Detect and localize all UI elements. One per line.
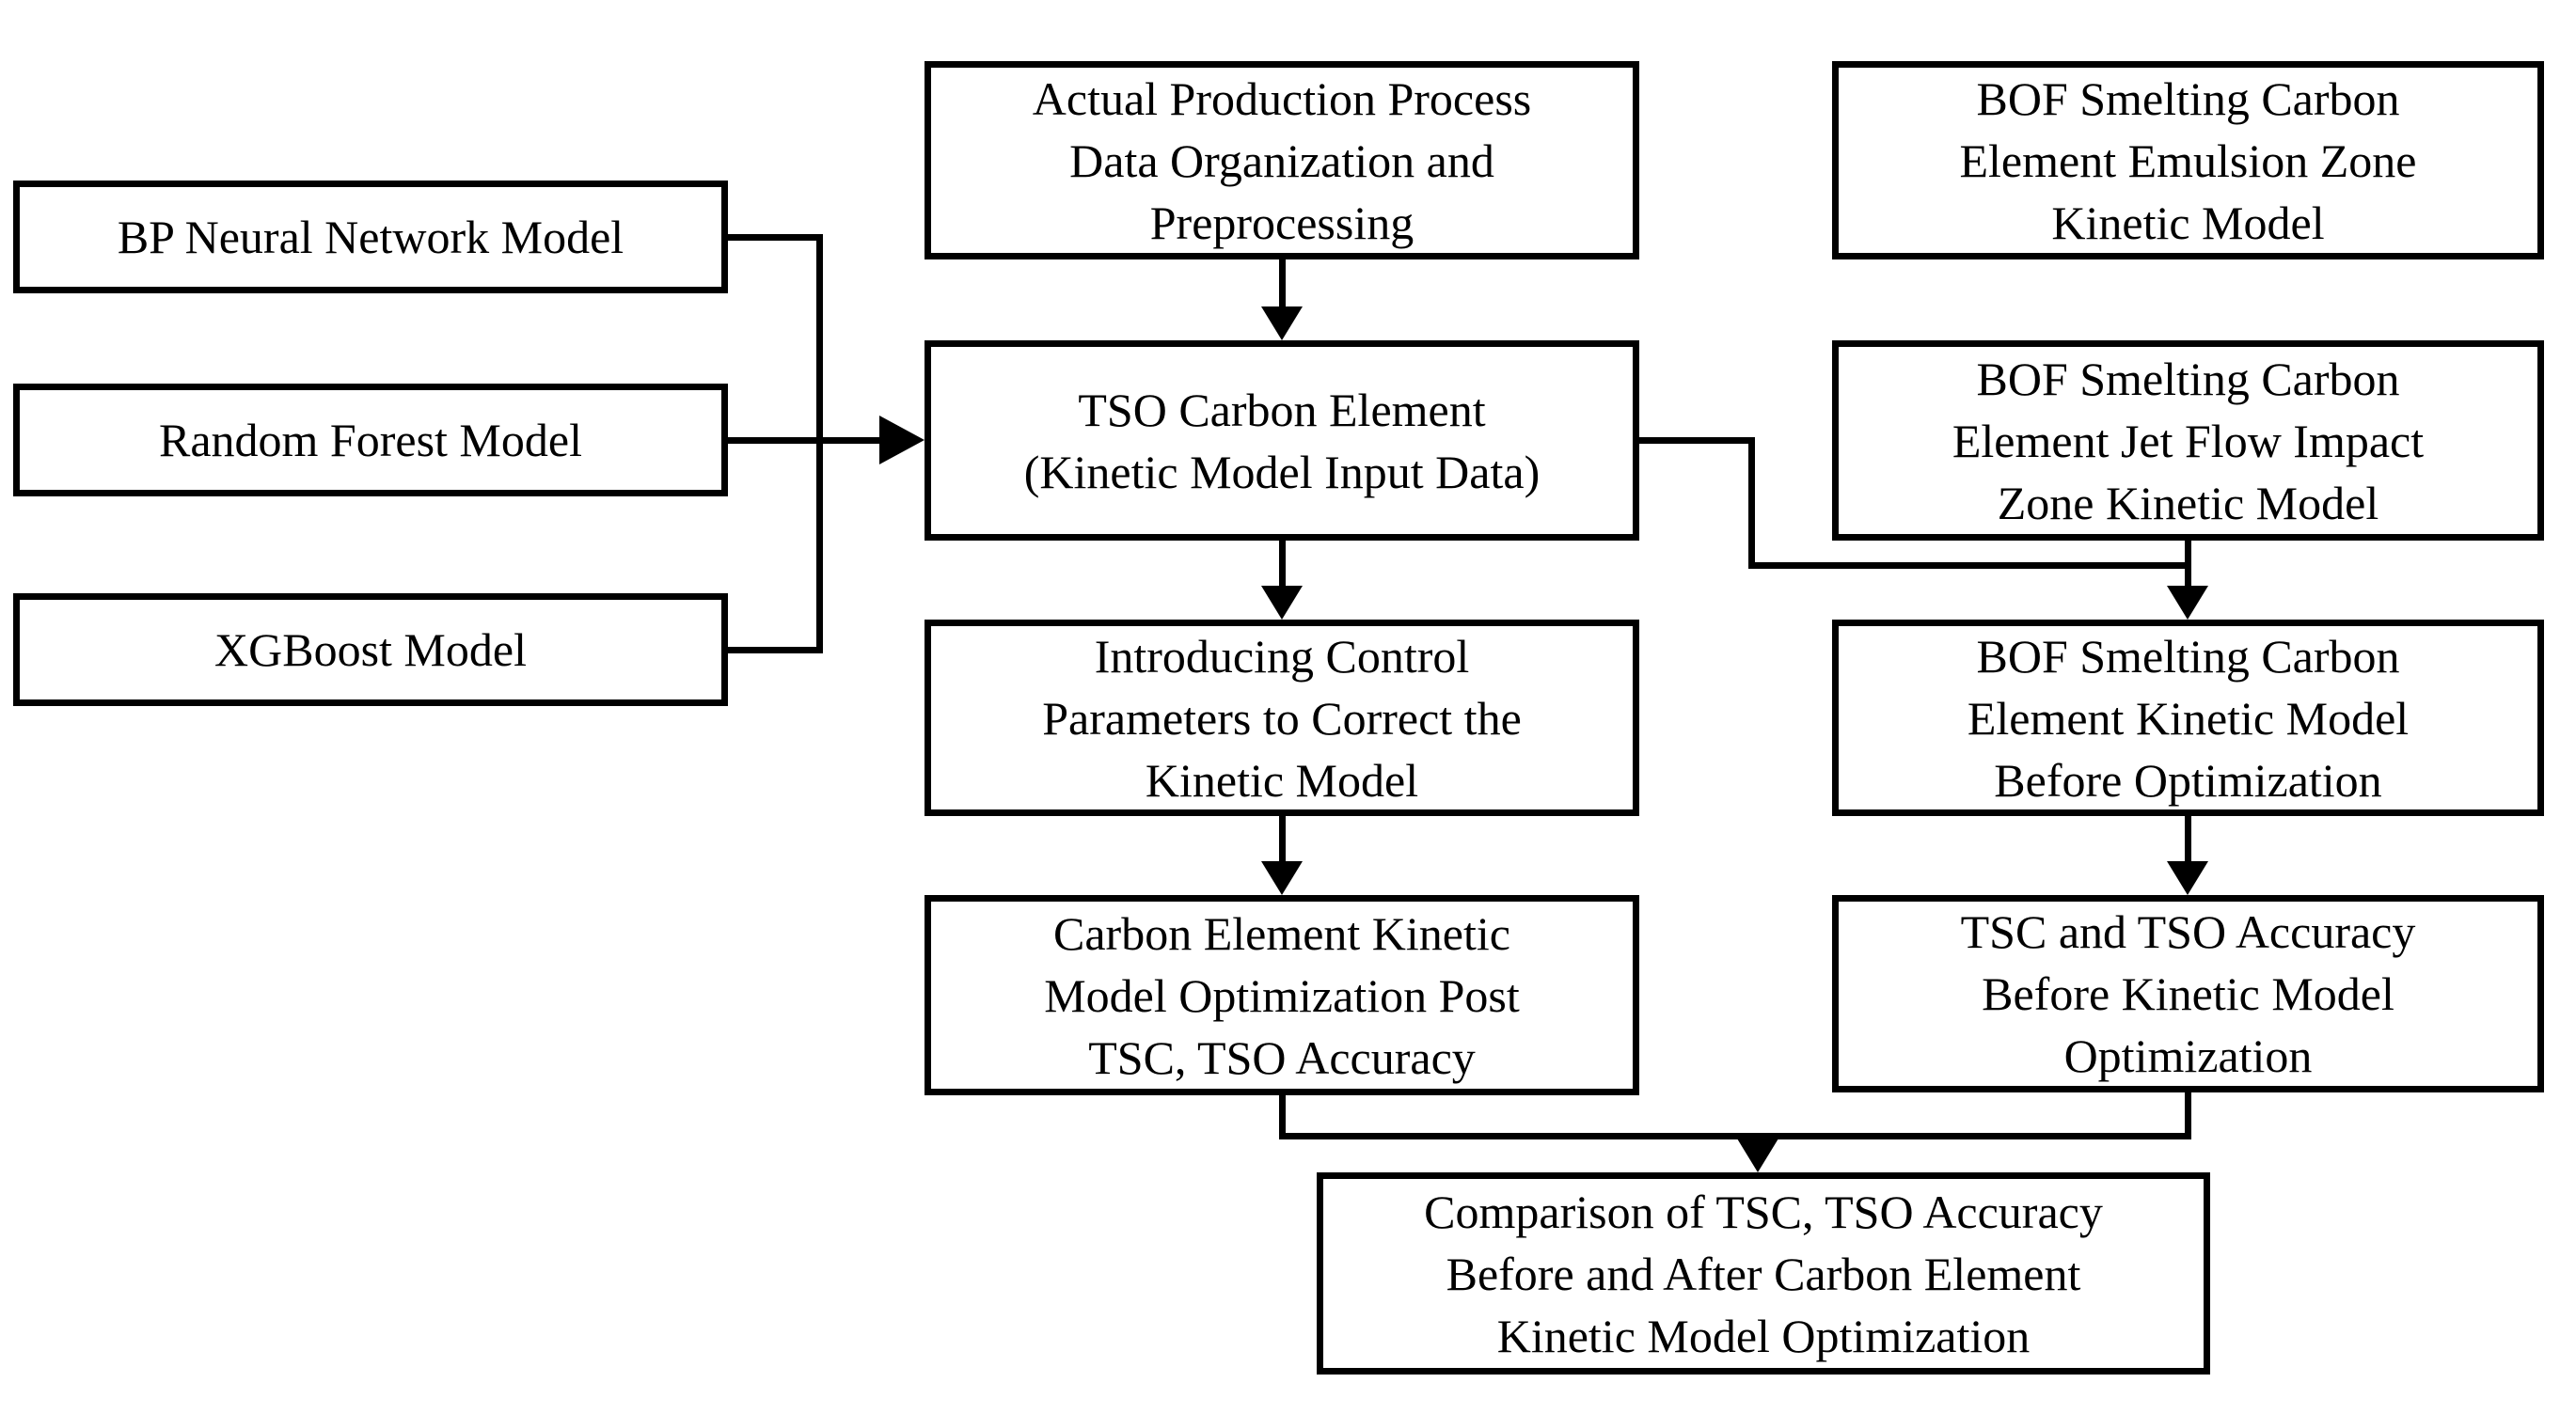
connector-tso-down-segment	[1748, 437, 1755, 569]
node-label-line: BOF Smelting Carbon	[1976, 71, 2400, 125]
node-carbon-kinetic-model-optimization-post: Carbon Element Kinetic Model Optimizatio…	[925, 895, 1639, 1095]
node-introducing-control-parameters: Introducing Control Parameters to Correc…	[925, 620, 1639, 816]
node-bof-jet-flow-impact-zone-kinetic-model: BOF Smelting Carbon Element Jet Flow Imp…	[1832, 340, 2544, 541]
connector-merge-horizontal	[1279, 1133, 2191, 1139]
arrowhead-tso-to-intro-icon	[1261, 586, 1303, 620]
node-label-line: Carbon Element Kinetic	[1053, 906, 1510, 960]
node-label-line: Preprocessing	[1149, 196, 1414, 249]
connector-rf-to-tso	[724, 437, 884, 444]
node-label-line: Parameters to Correct the	[1042, 691, 1522, 745]
arrowhead-jet-to-before-opt-icon	[2167, 586, 2208, 620]
arrowhead-before-opt-to-tsc-icon	[2167, 861, 2208, 895]
node-label-line: Before Kinetic Model	[1982, 967, 2394, 1020]
connector-tsc-down-stub	[2185, 1092, 2191, 1139]
node-bp-neural-network-model: BP Neural Network Model	[13, 181, 728, 293]
node-label-line: Random Forest Model	[159, 414, 582, 466]
connector-tso-to-before-opt-segment	[1748, 562, 2191, 569]
arrowhead-into-tso-icon	[879, 416, 925, 464]
node-label-line: Before and After Carbon Element	[1446, 1247, 2081, 1300]
connector-carbon-post-down-stub	[1279, 1095, 1286, 1139]
node-xgboost-model: XGBoost Model	[13, 593, 728, 706]
node-label-line: Kinetic Model	[1145, 753, 1419, 807]
node-label-line: Before Optimization	[1994, 753, 2382, 807]
connector-ap-to-tso	[1279, 259, 1286, 310]
node-comparison-tsc-tso-accuracy: Comparison of TSC, TSO Accuracy Before a…	[1317, 1172, 2210, 1375]
node-label-line: Data Organization and	[1069, 134, 1494, 187]
node-actual-production-data-preprocessing: Actual Production Process Data Organizat…	[925, 61, 1639, 259]
connector-jet-to-before-opt	[2185, 541, 2191, 589]
node-tsc-tso-accuracy-before-optimization: TSC and TSO Accuracy Before Kinetic Mode…	[1832, 895, 2544, 1092]
connector-tso-right-segment	[1639, 437, 1755, 444]
connector-xgb-to-junction	[724, 647, 823, 653]
connector-bp-to-junction	[724, 234, 823, 241]
node-label-line: Element Jet Flow Impact	[1952, 414, 2425, 467]
node-label-line: TSC and TSO Accuracy	[1960, 905, 2416, 958]
node-label-line: Model Optimization Post	[1044, 968, 1520, 1022]
node-label-line: TSC, TSO Accuracy	[1088, 1030, 1476, 1084]
arrowhead-intro-to-carbon-post-icon	[1261, 861, 1303, 895]
node-label-line: (Kinetic Model Input Data)	[1023, 445, 1541, 498]
arrowhead-into-comparison-icon	[1737, 1139, 1778, 1172]
node-label-line: TSO Carbon Element	[1078, 383, 1486, 436]
node-bof-emulsion-zone-kinetic-model: BOF Smelting Carbon Element Emulsion Zon…	[1832, 61, 2544, 259]
node-label-line: BOF Smelting Carbon	[1976, 629, 2400, 683]
node-tso-carbon-element-input-data: TSO Carbon Element (Kinetic Model Input …	[925, 340, 1639, 541]
connector-before-opt-to-tsc	[2185, 816, 2191, 865]
node-random-forest-model: Random Forest Model	[13, 384, 728, 496]
node-label-line: XGBoost Model	[214, 623, 527, 676]
connector-intro-to-carbon-post	[1279, 816, 1286, 865]
node-label-line: Element Emulsion Zone	[1959, 134, 2417, 187]
node-bof-kinetic-model-before-optimization: BOF Smelting Carbon Element Kinetic Mode…	[1832, 620, 2544, 816]
node-label-line: BOF Smelting Carbon	[1976, 352, 2400, 405]
node-label-line: Kinetic Model Optimization	[1496, 1309, 2031, 1362]
node-label-line: Element Kinetic Model	[1967, 691, 2410, 745]
node-label-line: BP Neural Network Model	[117, 211, 624, 263]
node-label-line: Comparison of TSC, TSO Accuracy	[1424, 1185, 2103, 1238]
node-label-line: Actual Production Process	[1032, 71, 1532, 125]
arrowhead-ap-to-tso-icon	[1261, 306, 1303, 340]
node-label-line: Introducing Control	[1094, 629, 1470, 683]
node-label-line: Optimization	[2063, 1029, 2313, 1082]
connector-tso-to-intro	[1279, 541, 1286, 589]
node-label-line: Zone Kinetic Model	[1997, 476, 2379, 529]
connector-junction-vertical	[816, 234, 823, 653]
node-label-line: Kinetic Model	[2051, 196, 2325, 249]
